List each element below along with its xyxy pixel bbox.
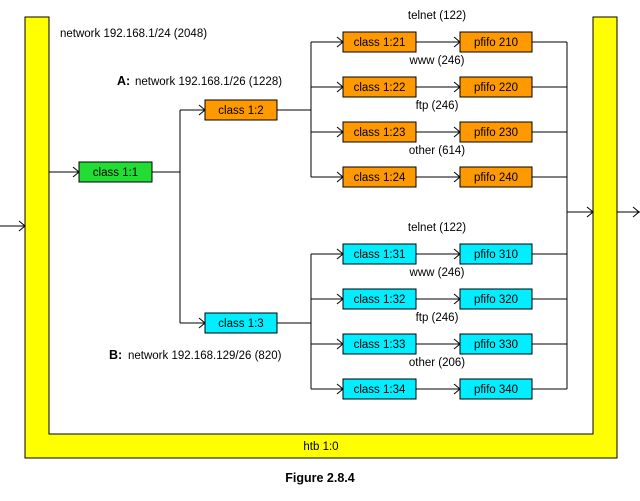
service-label: other (614) (409, 145, 465, 157)
root-class-box (78, 161, 153, 183)
figure-caption: Figure 2.8.4 (285, 471, 355, 485)
leaf-class-label: class 1:33 (354, 339, 406, 351)
leaf-class-box (342, 288, 417, 310)
service-label: telnet (122) (408, 10, 466, 22)
leaf-class-box (342, 31, 417, 53)
branch-b-class-label: class 1:3 (218, 318, 263, 330)
leaf-qdisc-box (459, 76, 533, 98)
branch-b-tag: B: (109, 348, 122, 362)
connector-lines (49, 42, 594, 389)
service-label: ftp (246) (416, 312, 459, 324)
leaf-row: ftp (246) class 1:23 pfifo 230 (311, 100, 567, 143)
leaf-class-label: class 1:34 (354, 384, 406, 396)
leaf-row: ftp (246) class 1:33 pfifo 330 (311, 312, 567, 355)
leaf-connectors (311, 171, 567, 183)
branch-b-leaves: telnet (122) class 1:31 pfifo 310 www (246)… (311, 222, 567, 400)
leaf-qdisc-label: pfifo 310 (474, 249, 518, 261)
leaf-row: other (614) class 1:24 pfifo 240 (311, 145, 567, 188)
network-total-label: network 192.168.1/24 (2048) (60, 28, 207, 40)
leaf-qdisc-box (459, 333, 533, 355)
leaf-row: other (206) class 1:34 pfifo 340 (311, 357, 567, 400)
leaf-class-label: class 1:23 (354, 127, 406, 139)
htb-frame (24, 16, 618, 459)
leaf-qdisc-label: pfifo 320 (474, 294, 518, 306)
leaf-class-box (342, 76, 417, 98)
leaf-qdisc-box (459, 243, 533, 265)
leaf-qdisc-box (459, 31, 533, 53)
leaf-qdisc-box (459, 288, 533, 310)
leaf-qdisc-box (459, 378, 533, 400)
leaf-qdisc-box (459, 166, 533, 188)
leaf-row: telnet (122) class 1:21 pfifo 210 (311, 10, 567, 53)
leaf-row: www (246) class 1:22 pfifo 220 (311, 55, 567, 98)
leaf-row: telnet (122) class 1:31 pfifo 310 (311, 222, 567, 265)
leaf-class-box (342, 121, 417, 143)
leaf-qdisc-label: pfifo 220 (474, 82, 518, 94)
htb-label: htb 1:0 (303, 441, 338, 453)
leaf-qdisc-label: pfifo 210 (474, 37, 518, 49)
leaf-class-label: class 1:22 (354, 82, 406, 94)
root-class-label: class 1:1 (93, 167, 138, 179)
output-arrow (617, 206, 640, 218)
service-label: ftp (246) (416, 100, 459, 112)
service-label: other (206) (409, 357, 465, 369)
leaf-class-label: class 1:21 (354, 37, 406, 49)
service-label: www (246) (409, 55, 465, 67)
leaf-class-label: class 1:31 (354, 249, 406, 261)
leaf-class-label: class 1:24 (354, 172, 406, 184)
branch-b-class-box (204, 312, 278, 334)
service-label: www (246) (409, 267, 465, 279)
branch-a-leaves: telnet (122) class 1:21 pfifo 210 www (246)… (311, 10, 567, 188)
leaf-class-box (342, 378, 417, 400)
branch-b-network: network 192.168.129/26 (820) (128, 350, 282, 362)
branch-a-class-box (204, 99, 278, 121)
leaf-qdisc-label: pfifo 240 (474, 172, 518, 184)
leaf-class-box (342, 243, 417, 265)
branch-a-class-label: class 1:2 (218, 105, 263, 117)
service-label: telnet (122) (408, 222, 466, 234)
branch-a-network: network 192.168.1/26 (1228) (135, 76, 282, 88)
branch-a-tag: A: (117, 74, 130, 88)
input-arrow (0, 220, 26, 232)
leaf-qdisc-label: pfifo 230 (474, 127, 518, 139)
leaf-qdisc-label: pfifo 340 (474, 384, 518, 396)
leaf-qdisc-label: pfifo 330 (474, 339, 518, 351)
leaf-row: www (246) class 1:32 pfifo 320 (311, 267, 567, 310)
leaf-qdisc-box (459, 121, 533, 143)
leaf-class-label: class 1:32 (354, 294, 406, 306)
leaf-class-box (342, 333, 417, 355)
leaf-class-box (342, 166, 417, 188)
